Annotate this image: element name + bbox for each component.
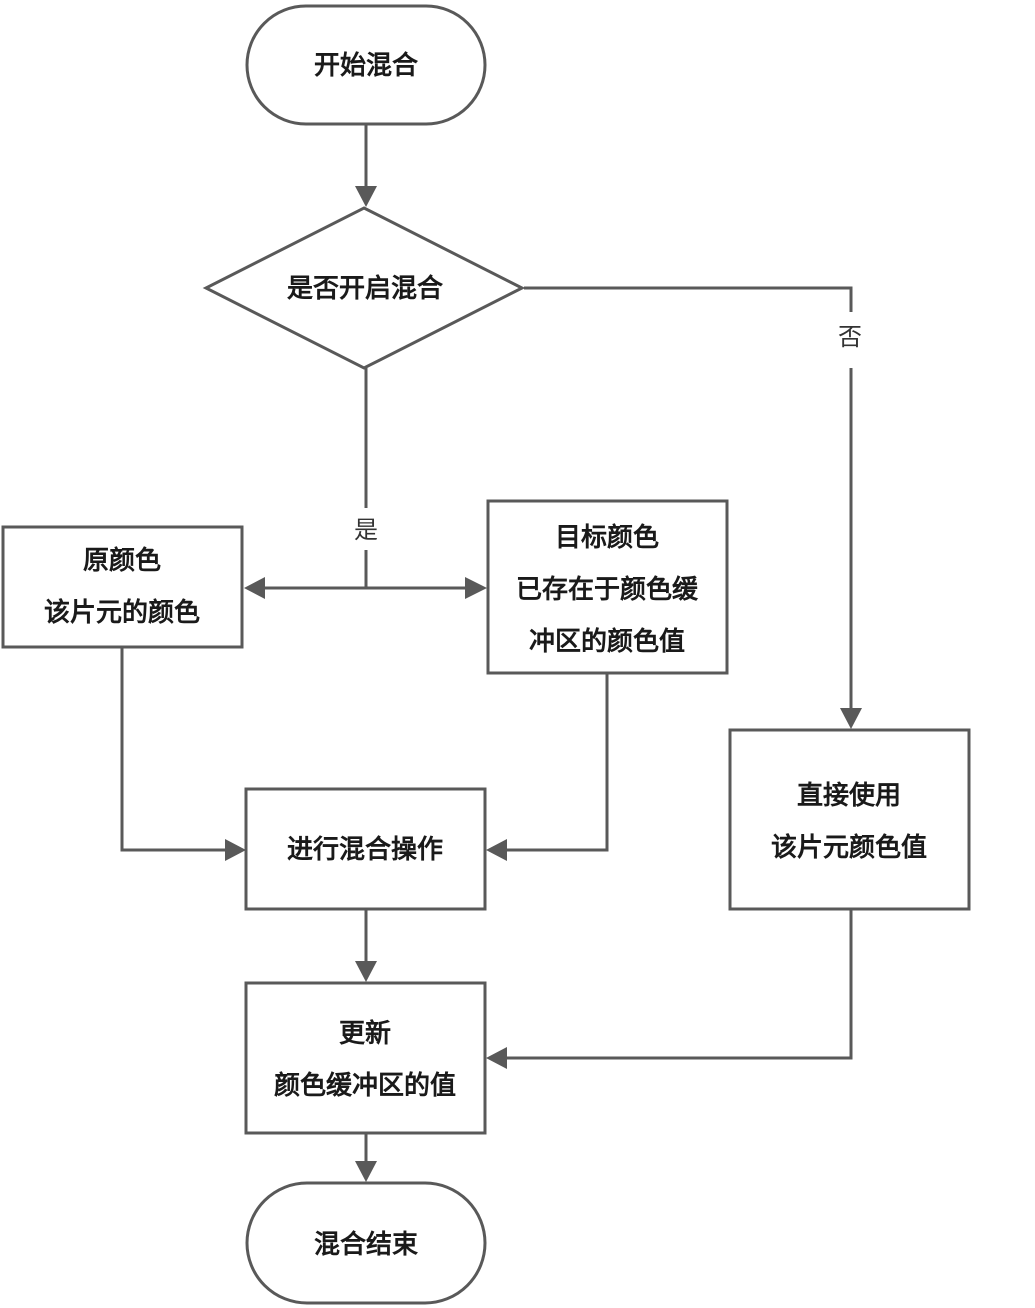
- destination-color-box: [486, 499, 729, 675]
- arrowhead-dest: [465, 577, 487, 599]
- update-buffer-label: 更新颜色缓冲区的值: [274, 1018, 456, 1101]
- direct-label-line: 该片元颜色值: [771, 832, 927, 863]
- start-terminal: [245, 4, 487, 126]
- destination-label: 目标颜色已存在于颜色缓冲区的颜色值: [516, 522, 699, 657]
- source-label-line: 该片元的颜色: [44, 597, 200, 628]
- direct-use-box: [728, 728, 971, 911]
- end-label: 混合结束: [314, 1229, 419, 1260]
- edge-source-to-blend: [120, 647, 227, 852]
- arrowhead-end: [355, 1161, 377, 1182]
- dest-label-line: 冲区的颜色值: [529, 626, 685, 657]
- dest-label-line: 已存在于颜色缓: [516, 574, 699, 605]
- blend-operation-box: [244, 787, 487, 911]
- start-label-line: 开始混合: [314, 50, 419, 81]
- edge-direct-to-update: [505, 909, 853, 1060]
- yes-label: 是: [354, 516, 378, 544]
- direct-label-line: 直接使用: [797, 781, 901, 811]
- start-label: 开始混合: [314, 50, 419, 81]
- source-label: 原颜色该片元的颜色: [44, 545, 200, 628]
- arrowhead-decision: [355, 186, 377, 207]
- edge-labels: 是 否: [340, 312, 876, 550]
- arrowhead-direct: [840, 708, 862, 729]
- blend-label-line: 进行混合操作: [287, 834, 443, 865]
- source-label-line: 原颜色: [83, 545, 161, 576]
- edges: [120, 124, 862, 1182]
- edge-decision-no: [524, 286, 853, 710]
- end-terminal: [245, 1181, 487, 1305]
- direct-use-label: 直接使用该片元颜色值: [771, 781, 927, 863]
- arrowhead-update-right: [486, 1047, 507, 1069]
- arrowhead-blend-right: [486, 839, 507, 861]
- dest-label-line: 目标颜色: [555, 522, 659, 553]
- nodes: 开始混合 是否开启混合 原颜色该片元的颜色 目标颜色已存在于颜色缓冲区的颜色值 …: [1, 4, 971, 1305]
- decision-label: 是否开启混合: [287, 273, 444, 304]
- source-color-box: [1, 525, 244, 649]
- update-buffer-box: [244, 981, 487, 1135]
- blend-operation-label: 进行混合操作: [287, 834, 443, 865]
- edge-dest-to-blend: [505, 673, 609, 852]
- arrowhead-update: [355, 961, 377, 982]
- decision-label-line: 是否开启混合: [287, 273, 444, 304]
- end-label-line: 混合结束: [314, 1229, 419, 1260]
- arrowhead-blend-left: [225, 839, 246, 861]
- arrowhead-source: [244, 577, 265, 599]
- update-label-line: 颜色缓冲区的值: [274, 1070, 456, 1101]
- no-label: 否: [838, 323, 862, 351]
- update-label-line: 更新: [339, 1018, 391, 1049]
- blend-enabled-decision: [202, 206, 526, 370]
